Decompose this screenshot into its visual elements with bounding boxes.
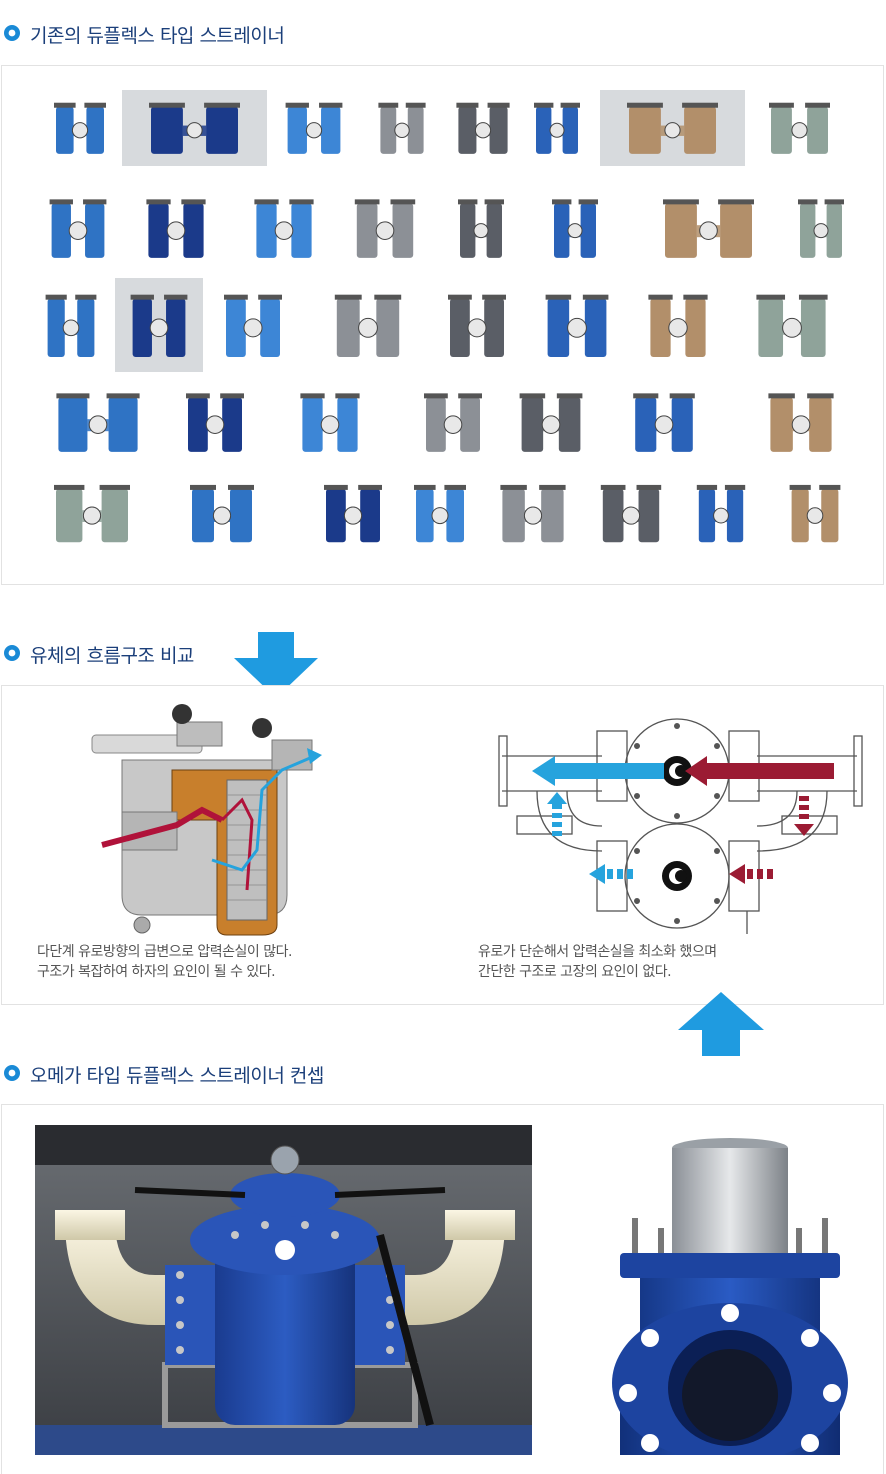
strainer-thumbnail (750, 378, 852, 466)
strainer-thumbnail (208, 278, 298, 372)
caption-line: 다단계 유로방향의 급변으로 압력손실이 많다. (37, 944, 292, 960)
caption-line: 유로가 단순해서 압력손실을 최소화 했으며 (478, 944, 717, 960)
strainer-thumbnail (636, 184, 781, 272)
strainer-thumbnail (482, 470, 584, 556)
strainer-thumbnail (632, 278, 724, 372)
section-title-existing: 기존의 듀플렉스 타입 스트레이너 (0, 19, 285, 49)
strainer-thumbnail (338, 184, 432, 272)
strainer-thumbnail (616, 378, 712, 466)
strainer-thumbnail (40, 90, 120, 166)
strainer-thumbnail (32, 470, 152, 556)
arrow-up-icon (678, 992, 764, 1056)
strainer-thumbnail (172, 470, 272, 556)
strainer-thumbnail (752, 90, 847, 166)
strainer-thumbnail (34, 184, 122, 272)
strainer-thumbnail (270, 90, 358, 166)
omega-concept-panel (1, 1104, 884, 1474)
strainer-thumbnail (584, 470, 678, 556)
section-title-text: 오메가 타입 듀플렉스 스트레이너 컨셉 (30, 1064, 324, 1087)
strainer-thumbnail (32, 278, 110, 372)
strainer-thumbnail (502, 378, 600, 466)
omega-flow-diagram (498, 718, 863, 934)
caption-line: 구조가 복잡하여 하자의 요인이 될 수 있다. (37, 964, 276, 980)
strainer-thumbnail (528, 278, 626, 372)
location-pin-icon (4, 645, 20, 661)
strainer-thumbnail (366, 90, 438, 166)
strainer-thumbnail (130, 184, 222, 272)
strainer-thumbnail (316, 278, 420, 372)
strainer-thumbnail (308, 470, 398, 556)
strainer-thumbnail (522, 90, 592, 166)
section-title-text: 기존의 듀플렉스 타입 스트레이너 (30, 24, 285, 47)
strainer-thumbnail (684, 470, 758, 556)
location-pin-icon (4, 25, 20, 41)
caption-line: 간단한 구조로 고장의 요인이 없다. (478, 964, 672, 980)
strainer-thumbnail (115, 278, 203, 372)
section-title-concept: 오메가 타입 듀플렉스 스트레이너 컨셉 (0, 1059, 324, 1089)
strainer-thumbnail (170, 378, 260, 466)
section-title-text: 유체의 흐름구조 비교 (30, 644, 194, 667)
existing-strainers-gallery (1, 65, 884, 585)
flow-comparison-panel: 다단계 유로방향의 급변으로 압력손실이 많다. 구조가 복잡하여 하자의 요인… (1, 685, 884, 1005)
strainer-thumbnail-grid (32, 90, 856, 556)
strainer-thumbnail (400, 470, 480, 556)
strainer-thumbnail (736, 278, 848, 372)
conventional-caption: 다단계 유로방향의 급변으로 압력손실이 많다. 구조가 복잡하여 하자의 요인… (37, 942, 292, 982)
arrow-down-icon (234, 632, 318, 698)
omega-strainer-body-photo (612, 1138, 848, 1455)
omega-duplex-strainer-photo (35, 1125, 532, 1455)
omega-caption: 유로가 단순해서 압력손실을 최소화 했으며 간단한 구조로 고장의 요인이 없… (478, 942, 717, 982)
strainer-thumbnail (776, 470, 854, 556)
section-title-flow: 유체의 흐름구조 비교 (0, 639, 194, 669)
strainer-thumbnail (540, 184, 610, 272)
strainer-thumbnail (122, 90, 267, 166)
strainer-thumbnail (284, 378, 376, 466)
strainer-thumbnail (442, 90, 524, 166)
location-pin-icon (4, 1065, 20, 1081)
strainer-thumbnail (600, 90, 745, 166)
conventional-strainer-cutaway (91, 704, 322, 936)
strainer-thumbnail (408, 378, 498, 466)
strainer-thumbnail (786, 184, 856, 272)
strainer-thumbnail (32, 378, 164, 466)
strainer-thumbnail (432, 278, 522, 372)
strainer-thumbnail (446, 184, 516, 272)
strainer-thumbnail (238, 184, 330, 272)
